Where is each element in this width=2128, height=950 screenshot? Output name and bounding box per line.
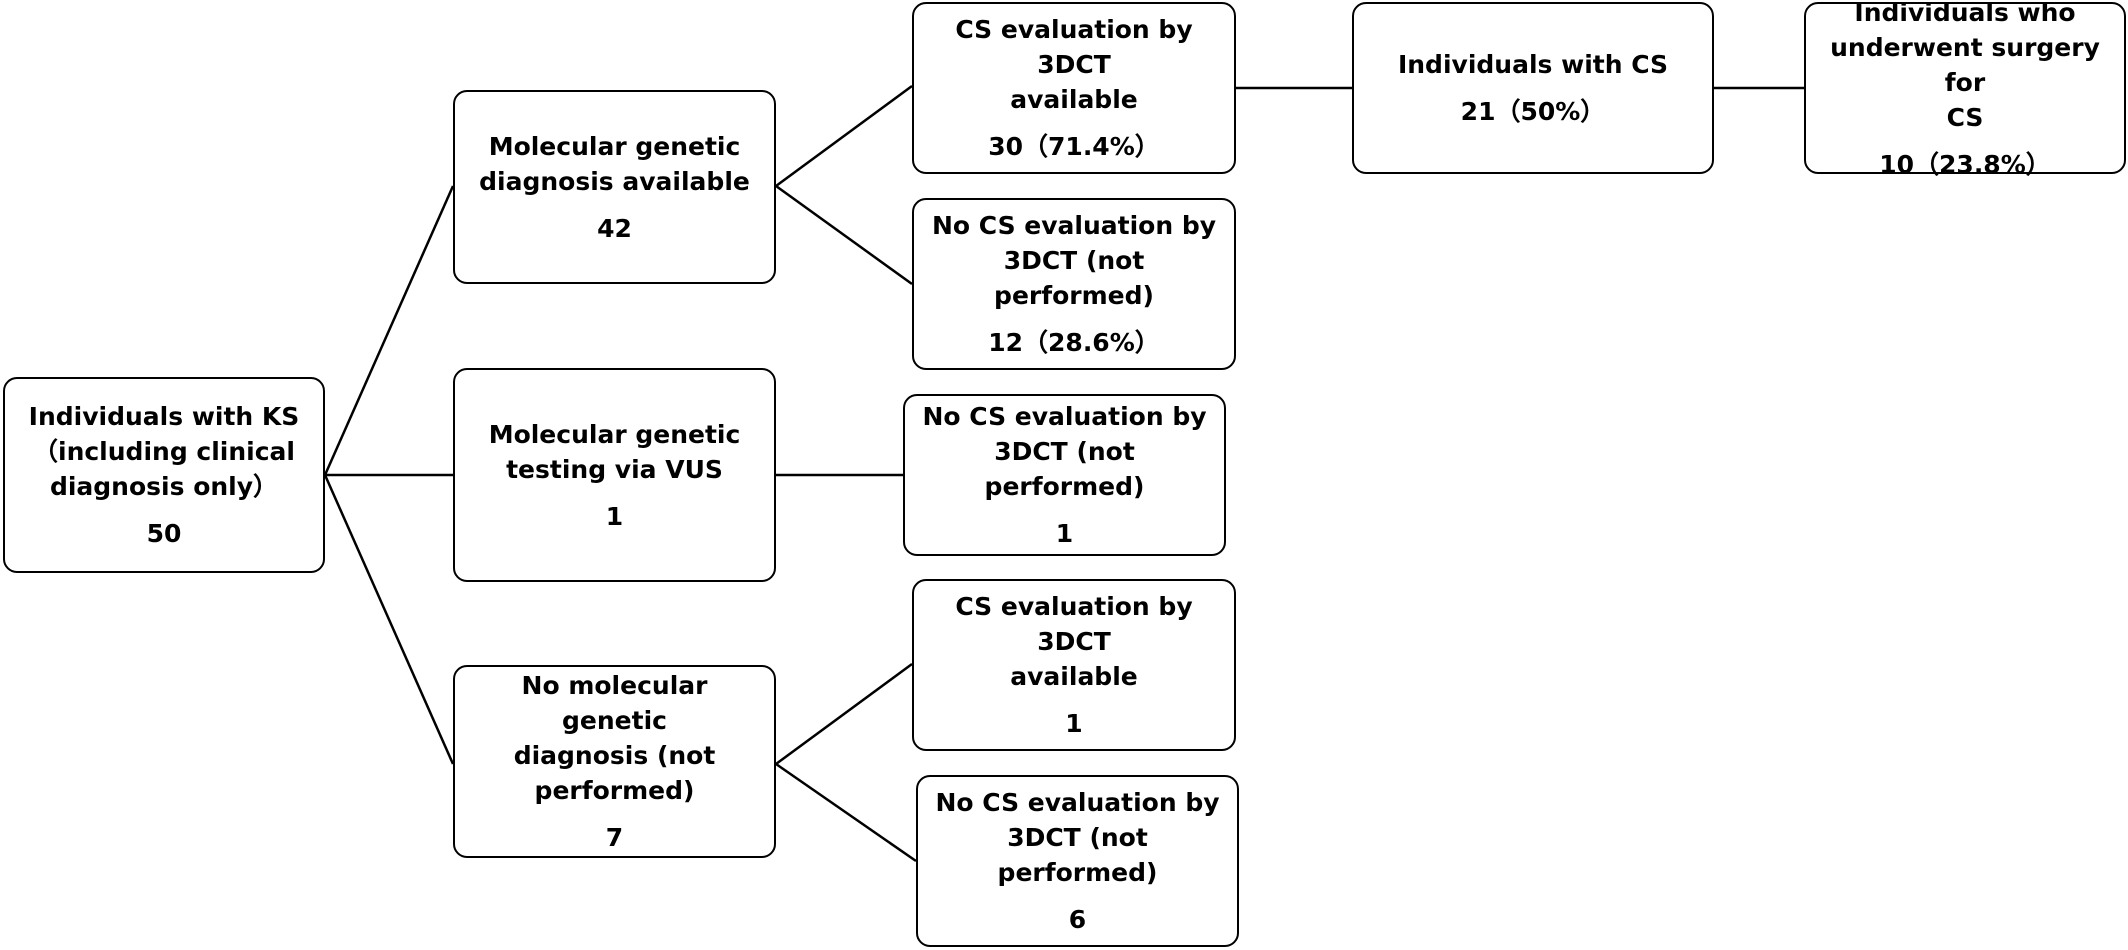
node-label-line: 3DCT (not performed) — [997, 823, 1158, 887]
node-count: 7 — [605, 823, 624, 852]
node-label-line: Individuals with CS — [1397, 50, 1669, 79]
node-label-line: diagnosis only） — [49, 472, 279, 501]
node-count: 50 — [146, 519, 182, 548]
node-label-line: No CS evaluation by — [931, 211, 1217, 240]
node-label-line: （including clinical — [33, 437, 295, 466]
node-label-line: No CS evaluation by — [922, 402, 1207, 431]
node-none-no-cs-evaluation: No CS evaluation by 3DCT (not performed)… — [916, 775, 1239, 947]
node-label-line: 3DCT (not performed) — [984, 437, 1145, 501]
node-label-line: testing via VUS — [506, 454, 723, 484]
connector-none-no-eval — [775, 762, 917, 863]
node-underwent-surgery: Individuals who underwent surgery for CS… — [1804, 0, 2126, 179]
node-label-line: available — [1010, 662, 1138, 691]
connector-mga-no-eval — [775, 184, 913, 286]
node-no-molecular-diagnosis: No molecular genetic diagnosis (not perf… — [453, 665, 776, 858]
node-individuals-with-ks: Individuals with KS （including clinical … — [3, 377, 325, 573]
node-label-line: Individuals with KS — [28, 402, 300, 431]
node-count: 30（71.4%） — [988, 132, 1160, 161]
node-individuals-with-cs: Individuals with CS 21（50%） — [1352, 2, 1714, 174]
node-label-line: No CS evaluation by — [935, 788, 1220, 817]
node-count: 1 — [605, 501, 624, 531]
connector-mga-cs-eval — [775, 84, 913, 188]
node-label-line: underwent surgery for — [1830, 32, 2100, 97]
node-label-line: Individuals who — [1854, 0, 2076, 27]
node-count: 1 — [1065, 709, 1083, 738]
node-label-line: performed) — [534, 776, 695, 805]
node-no-cs-evaluation: No CS evaluation by 3DCT (not performed)… — [912, 198, 1236, 370]
node-molecular-testing-vus: Molecular genetic testing via VUS 1 — [453, 368, 776, 582]
node-count: 6 — [1068, 905, 1087, 934]
node-molecular-diagnosis-available: Molecular genetic diagnosis available 42 — [453, 90, 776, 284]
node-label-line: CS evaluation by 3DCT — [955, 15, 1193, 79]
connector-root-mg-available — [323, 185, 455, 476]
node-vus-no-cs-evaluation: No CS evaluation by 3DCT (not performed)… — [903, 394, 1226, 556]
node-label-line: diagnosis available — [479, 166, 750, 196]
node-label-line: 3DCT (not performed) — [994, 246, 1154, 310]
node-label-line: No molecular genetic — [521, 671, 708, 735]
node-label-line: CS — [1946, 102, 1984, 132]
node-count: 42 — [597, 213, 632, 243]
node-cs-evaluation-available: CS evaluation by 3DCT available 30（71.4%… — [912, 2, 1236, 174]
node-count: 10（23.8%） — [1879, 149, 2051, 179]
node-label-line: Molecular genetic — [488, 419, 741, 449]
node-count: 21（50%） — [1460, 97, 1606, 126]
node-label-line: Molecular genetic — [488, 131, 741, 161]
connector-root-mg-none — [323, 474, 455, 765]
node-label-line: available — [1010, 85, 1138, 114]
node-count: 1 — [1055, 519, 1074, 548]
node-count: 12（28.6%） — [988, 328, 1160, 357]
node-label-line: diagnosis (not — [513, 741, 716, 770]
node-none-cs-evaluation-available: CS evaluation by 3DCT available 1 — [912, 579, 1236, 751]
connector-none-cs-eval — [775, 662, 913, 766]
node-label-line: CS evaluation by 3DCT — [955, 592, 1193, 656]
